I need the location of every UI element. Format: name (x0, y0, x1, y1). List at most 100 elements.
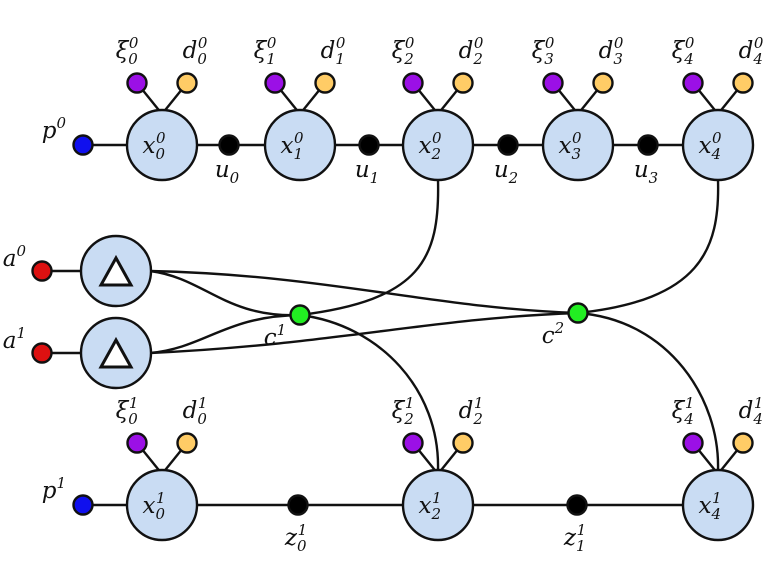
xi-label-superscript: 0 (685, 34, 695, 52)
variable-label-subscript: 4 (710, 145, 721, 163)
prior-label-p0-superscript: 0 (56, 114, 66, 132)
factor-label-u-base: u (355, 157, 370, 183)
xi-label-subscript: 0 (128, 50, 138, 68)
d-leaf-node (176, 72, 198, 94)
factor-label-z-subscript: 0 (297, 537, 307, 555)
factor-label-u: u3 (634, 157, 658, 187)
xi-leaf-node (402, 72, 424, 94)
factor-label-u-subscript: 1 (370, 169, 380, 187)
variable-node (401, 108, 475, 182)
xi-label-superscript: 1 (129, 394, 139, 412)
factor-label-z-subscript: 1 (576, 537, 586, 555)
d-label-superscript: 0 (336, 34, 346, 52)
xi-leaf-node (402, 432, 424, 454)
variable-label: x21 (418, 489, 441, 523)
variable-label: x30 (558, 129, 582, 163)
xi-label: ξ30 (532, 34, 555, 68)
variable-label: x20 (418, 129, 442, 163)
agent-label-a0-superscript: 0 (16, 242, 26, 260)
xi-label: ξ01 (116, 394, 139, 428)
variable-label: x41 (698, 489, 721, 523)
factor-label-u-subscript: 2 (508, 169, 519, 187)
d-label-subscript: 1 (335, 50, 345, 68)
factor-label-u-subscript: 3 (649, 169, 659, 187)
factor-node-u (218, 134, 240, 156)
xi-label-superscript: 1 (685, 394, 695, 412)
d-label: d10 (321, 34, 346, 68)
xi-label-subscript: 4 (683, 50, 694, 68)
d-label-superscript: 1 (198, 394, 208, 412)
xi-label-superscript: 0 (129, 34, 139, 52)
d-label: d01 (183, 394, 208, 428)
xi-label-base: ξ (532, 38, 546, 64)
agent-leaf-node (31, 342, 53, 364)
constraint-label-c2-superscript: 2 (554, 319, 565, 337)
prior-node-p0 (72, 134, 94, 156)
agent0-to-c1-edge (149, 269, 301, 317)
variable-label-superscript: 0 (294, 129, 304, 147)
d-label: d00 (183, 34, 208, 68)
agent0-to-c2-edge (149, 269, 579, 315)
variable-label-subscript: 2 (430, 145, 441, 163)
d-label: d30 (599, 34, 624, 68)
factor-label-z-superscript: 1 (298, 521, 308, 539)
xi-label-base: ξ (672, 398, 686, 424)
d-label-base: d (321, 38, 336, 64)
factor-node-z (287, 494, 309, 516)
factor-node-u (358, 134, 380, 156)
xi-label-subscript: 2 (403, 50, 414, 68)
variable-label-base: x (698, 133, 711, 159)
variable-label: x01 (142, 489, 165, 523)
variable-label-superscript: 1 (712, 489, 722, 507)
d-label: d21 (459, 394, 484, 428)
xi-leaf-node (126, 432, 148, 454)
variable-label-subscript: 3 (571, 145, 581, 163)
variable-node (541, 108, 615, 182)
d-label-base: d (459, 398, 474, 424)
variable-label-subscript: 0 (155, 145, 165, 163)
variable-label: x40 (698, 129, 722, 163)
variable-label-subscript: 1 (293, 145, 303, 163)
prior-label-p1: p1 (42, 474, 66, 504)
prior-label-p0: p0 (42, 114, 67, 144)
xi-leaf-node (542, 72, 564, 94)
xi-label-subscript: 0 (128, 410, 138, 428)
d-leaf-node (732, 432, 754, 454)
xi-label-base: ξ (254, 38, 268, 64)
d-label: d20 (459, 34, 484, 68)
variable-label-subscript: 0 (155, 505, 165, 523)
d-label-subscript: 2 (472, 410, 483, 428)
xi-label-superscript: 1 (405, 394, 415, 412)
d-label: d41 (739, 394, 764, 428)
factor-label-u: u1 (355, 157, 379, 187)
triangle-icon (98, 336, 134, 369)
variable-label-superscript: 0 (156, 129, 166, 147)
variable-label-base: x (418, 493, 431, 519)
d-label-superscript: 0 (198, 34, 208, 52)
factor-label-z: z01 (284, 521, 307, 555)
d-label-base: d (183, 38, 198, 64)
xi-label-base: ξ (672, 38, 686, 64)
prior-label-p1-superscript: 1 (56, 474, 66, 492)
factor-node-u (637, 134, 659, 156)
d-leaf-node (176, 432, 198, 454)
xi-label: ξ40 (672, 34, 695, 68)
variable-label-base: x (142, 133, 155, 159)
d-label-base: d (599, 38, 614, 64)
factor-label-u: u2 (494, 157, 518, 187)
xi-label-subscript: 3 (544, 50, 554, 68)
d-leaf-node (314, 72, 336, 94)
factor-node-u (497, 134, 519, 156)
factor-label-u-subscript: 0 (230, 169, 240, 187)
agent1-to-c2-edge (149, 311, 579, 355)
xi-label-subscript: 1 (266, 50, 276, 68)
agent-label-a1-base: a (3, 328, 17, 354)
variable-node (401, 468, 475, 542)
constraint-node (567, 302, 589, 324)
constraint-label-c1-base: c (264, 325, 277, 351)
constraint-label-c1: c1 (264, 321, 286, 351)
xi-label-subscript: 4 (683, 410, 694, 428)
c2-to-x4-row1-edge (577, 311, 720, 471)
d-label-superscript: 0 (754, 34, 764, 52)
xi-label-superscript: 0 (267, 34, 277, 52)
